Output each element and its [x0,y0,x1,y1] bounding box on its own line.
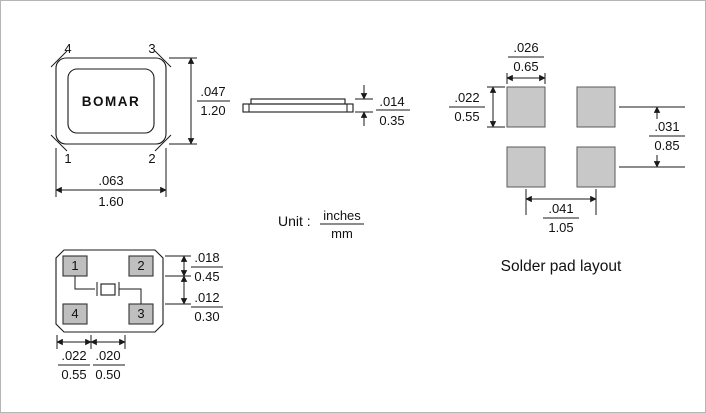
brand-label: BOMAR [82,94,141,109]
dim-edge-to-pad-mm: 0.55 [61,367,86,382]
dim-pad-width-inches: .026 [513,40,538,55]
bottom-pad-4 [62,303,88,325]
bottom-view: 1 2 4 3 [55,249,164,333]
dim-height-mm: 1.20 [200,103,225,118]
row-pitch-dimension: .031 0.85 [619,106,685,168]
dim-pad-to-center-mm: 0.50 [95,367,120,382]
unit-denominator: mm [331,226,353,241]
package-lid-outline [67,68,155,134]
bottom-pad-height-dimension: .018 0.45 [165,250,223,284]
dim-width-mm: 1.60 [98,194,123,209]
dim-edge-to-pad-inches: .022 [61,348,86,363]
side-view-base [242,103,354,113]
corner-chamfer-marks [50,50,172,152]
dim-bottom-pad-gap-mm: 0.30 [194,309,219,324]
bottom-pad-1-label: 1 [71,258,78,273]
dim-width-inches: .063 [98,173,123,188]
bottom-pad-gap-dimension: .012 0.30 [165,275,223,324]
unit-note: Unit : inches mm [278,208,364,241]
side-view-lid [250,98,346,105]
dim-bottom-pad-gap-inches: .012 [194,290,219,305]
solder-pad-layout-caption: Solder pad layout [501,258,622,275]
unit-label: Unit : [278,213,311,229]
top-view-width-dimension: .063 1.60 [55,148,167,209]
dim-thickness-inches: .014 [379,94,404,109]
solder-pad-layout: .026 0.65 .022 0.55 .031 0.85 [449,40,685,275]
side-view [242,98,354,113]
bottom-pad-3-label: 3 [137,306,144,321]
solder-pad-bottom-left [506,146,546,188]
dim-pad-width-mm: 0.65 [513,59,538,74]
dim-thickness-mm: 0.35 [379,113,404,128]
dim-bottom-pad-height-inches: .018 [194,250,219,265]
pin-number-4: 4 [64,41,71,56]
solder-pad-bottom-right [576,146,616,188]
pin-number-3: 3 [148,41,155,56]
package-outline [55,57,167,145]
dim-pad-height-inches: .022 [454,90,479,105]
top-view-height-dimension: .047 1.20 [169,57,230,145]
dim-pad-height-mm: 0.55 [454,109,479,124]
crystal-symbol [74,276,142,304]
solder-pad-top-right [576,86,616,128]
dim-column-pitch-mm: 1.05 [548,220,573,235]
top-view: BOMAR 4 3 1 2 [50,41,172,166]
dim-height-inches: .047 [200,84,225,99]
side-view-thickness-dimension: .014 0.35 [355,85,410,128]
dim-row-pitch-inches: .031 [654,119,679,134]
bottom-pad-2 [128,255,154,277]
column-pitch-dimension: .041 1.05 [525,189,597,235]
dim-pad-to-center-inches: .020 [95,348,120,363]
bottom-pad-2-label: 2 [137,258,144,273]
dim-row-pitch-mm: 0.85 [654,138,679,153]
solder-pad-top-left [506,86,546,128]
dim-bottom-pad-height-mm: 0.45 [194,269,219,284]
unit-numerator: inches [323,208,361,223]
pad-width-dimension: .026 0.65 [506,40,546,84]
pin-number-2: 2 [148,151,155,166]
bottom-outline [55,249,164,333]
dim-column-pitch-inches: .041 [548,201,573,216]
pad-height-dimension: .022 0.55 [449,86,505,128]
bottom-pad-4-label: 4 [71,306,78,321]
bottom-horizontal-dimensions: .022 0.55 .020 0.50 [56,335,126,382]
pin-number-1: 1 [64,151,71,166]
